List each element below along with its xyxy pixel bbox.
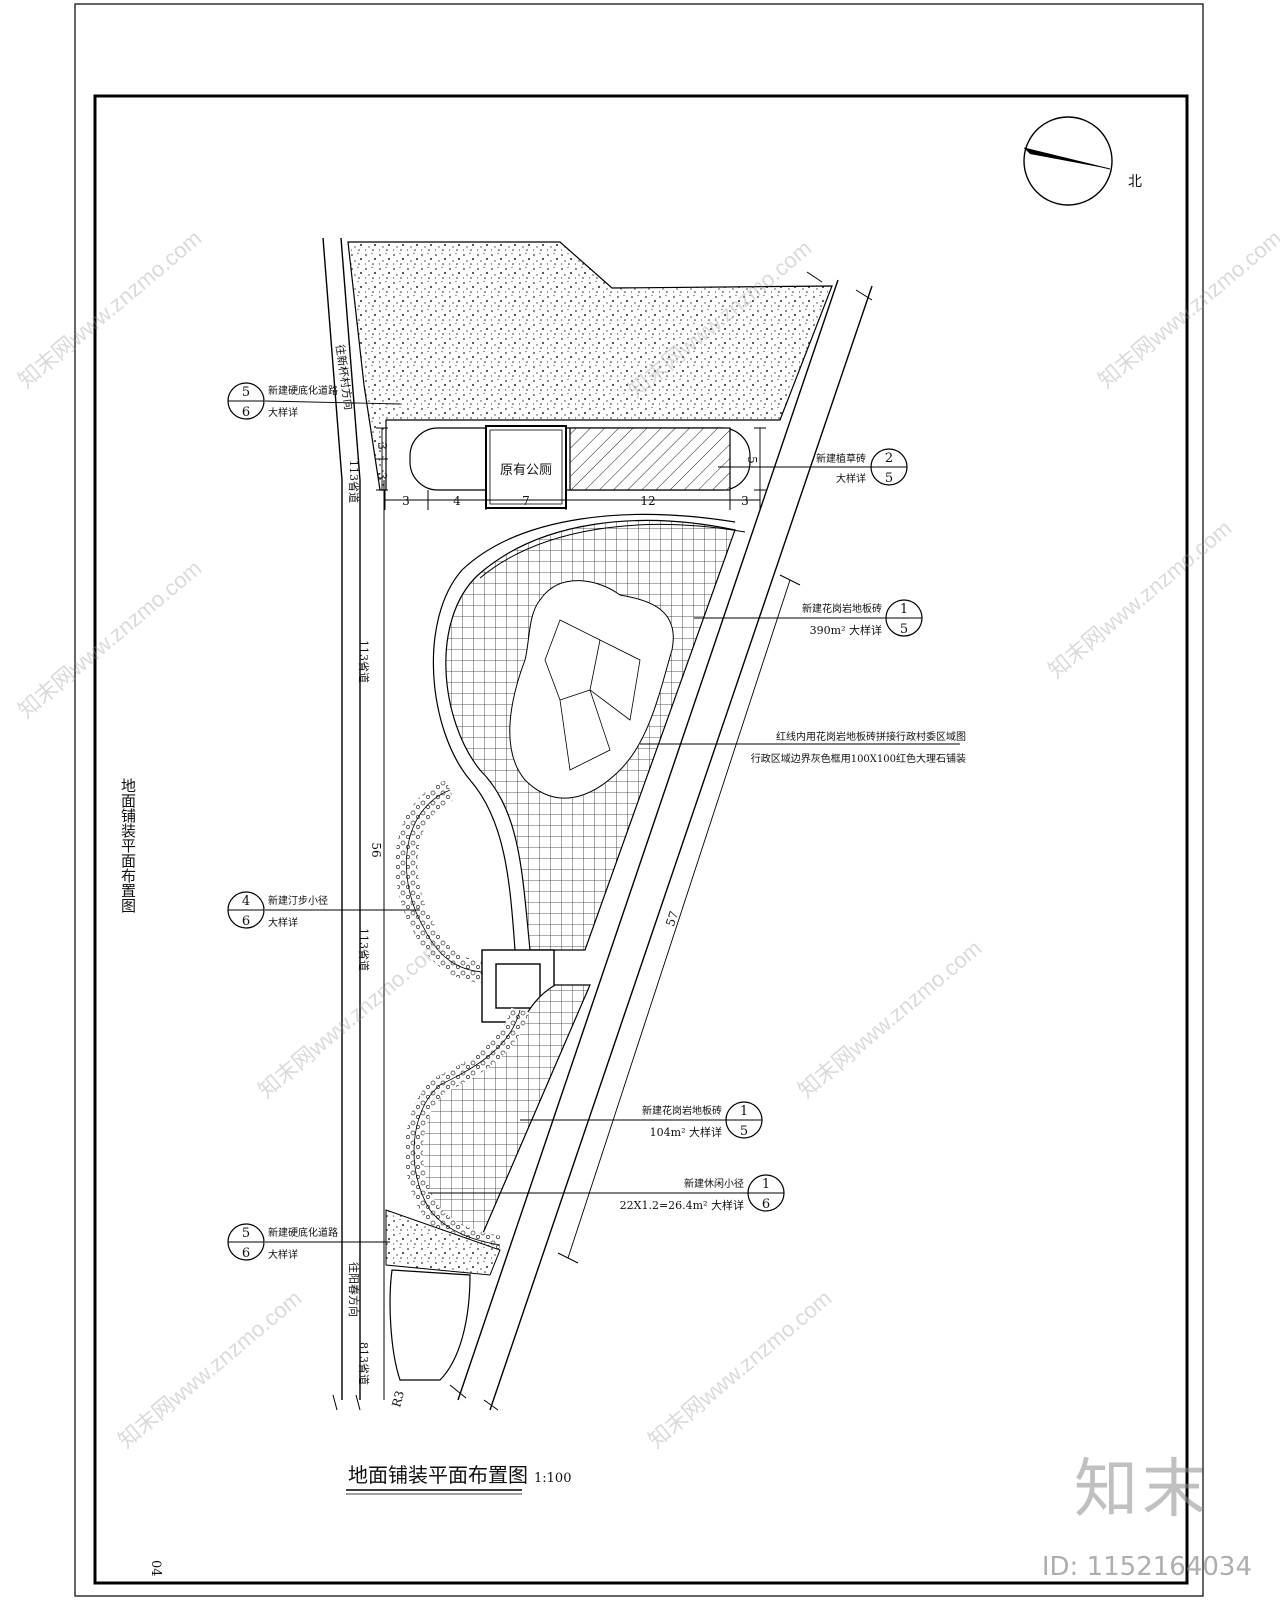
callout-leisure-num: 1 bbox=[762, 1177, 770, 1192]
dim-stack-3b: 3 bbox=[375, 472, 389, 480]
callout-granite104-den: 5 bbox=[740, 1124, 748, 1139]
road-label-2: 113省道 bbox=[357, 640, 371, 683]
drawing-scale: 1:100 bbox=[534, 1471, 571, 1486]
callout-road-bottom-line1: 新建硬底化道路 bbox=[268, 1226, 338, 1239]
granite-paving-area-small bbox=[417, 984, 591, 1241]
callout-leisure-den: 6 bbox=[762, 1197, 770, 1212]
callout-road-top-num: 5 bbox=[242, 385, 250, 400]
callout-step-den: 6 bbox=[242, 914, 250, 929]
strip-dimensions bbox=[376, 427, 766, 510]
existing-toilet-label: 原有公厕 bbox=[500, 463, 552, 478]
page-number: 04 bbox=[148, 1560, 163, 1577]
callout-grass-num: 2 bbox=[885, 451, 893, 466]
dim-stack-3a: 3 bbox=[375, 442, 389, 450]
callout-grass-den: 5 bbox=[885, 471, 893, 486]
road-label-lower-name: 往阳春方向 bbox=[347, 1262, 361, 1317]
outer-border bbox=[74, 3, 1204, 1597]
callout-road-bottom-den: 6 bbox=[242, 1246, 250, 1261]
dim-12: 12 bbox=[640, 494, 655, 508]
callout-granite104-line1: 新建花岗岩地板砖 bbox=[642, 1104, 722, 1117]
dim-radius: R3 bbox=[389, 1389, 407, 1409]
callout-step-line2: 大样详 bbox=[268, 916, 298, 929]
existing-toilet bbox=[485, 425, 567, 509]
callout-step-num: 4 bbox=[242, 894, 250, 909]
callout-road-bottom-num: 5 bbox=[242, 1226, 250, 1241]
callout-granite104-num: 1 bbox=[740, 1104, 748, 1119]
dim-3a: 3 bbox=[402, 494, 410, 508]
callout-granite390-line1: 新建花岗岩地板砖 bbox=[802, 602, 882, 615]
callout-step-line1: 新建汀步小径 bbox=[268, 894, 328, 907]
village-map-outline bbox=[509, 580, 674, 799]
grass-brick-area bbox=[569, 427, 731, 491]
diagonal-dimension-line bbox=[567, 579, 791, 1259]
boundary-note-line1: 红线内用花岗岩地板砖拼接行政村委区域图 bbox=[776, 730, 966, 743]
callout-leisure-line2: 22X1.2=26.4m² 大样详 bbox=[620, 1198, 744, 1212]
drawing-title: 地面铺装平面布置图 bbox=[348, 1463, 528, 1487]
side-title: 地面铺装平面布置图 bbox=[119, 778, 137, 913]
dim-left-56: 56 bbox=[369, 842, 383, 857]
lower-hard-road bbox=[385, 1209, 501, 1276]
callout-leisure-line1: 新建休闲小径 bbox=[684, 1177, 744, 1190]
callout-road-top-den: 6 bbox=[242, 405, 250, 420]
north-label: 北 bbox=[1128, 174, 1142, 190]
dim-7: 7 bbox=[522, 494, 530, 508]
dim-grass-5: 5 bbox=[745, 456, 759, 464]
brand-watermark: 知末 bbox=[1074, 1453, 1210, 1527]
dim-4: 4 bbox=[453, 494, 461, 508]
inner-border bbox=[93, 94, 1189, 1585]
road-label-3: 113省道 bbox=[357, 928, 371, 971]
boundary-note-line2: 行政区域边界灰色框用100X100红色大理石铺装 bbox=[751, 752, 966, 765]
callout-grass-line2: 大样详 bbox=[836, 472, 866, 485]
dim-3b: 3 bbox=[741, 494, 749, 508]
image-id: ID: 1152164034 bbox=[1041, 1552, 1252, 1582]
callout-granite390-line2: 390m² 大样详 bbox=[810, 623, 882, 637]
lower-planter bbox=[389, 1269, 471, 1381]
road-label-1: 113省道 bbox=[347, 460, 361, 503]
left-road bbox=[322, 237, 385, 1411]
north-arrow bbox=[1023, 116, 1113, 206]
callout-granite390-den: 5 bbox=[900, 622, 908, 637]
dim-diagonal-57: 57 bbox=[663, 909, 681, 928]
callout-road-top-line2: 大样详 bbox=[268, 406, 298, 419]
callout-granite104-line2: 104m² 大样详 bbox=[650, 1125, 722, 1139]
callout-granite390-num: 1 bbox=[900, 602, 908, 617]
callout-grass-line1: 新建植草砖 bbox=[816, 452, 866, 465]
callout-road-bottom-line2: 大样详 bbox=[268, 1248, 298, 1261]
callout-road-top-line1: 新建硬底化道路 bbox=[268, 384, 338, 397]
road-label-4: 813省道 bbox=[357, 1342, 371, 1385]
speckled-planting-area bbox=[347, 241, 833, 491]
